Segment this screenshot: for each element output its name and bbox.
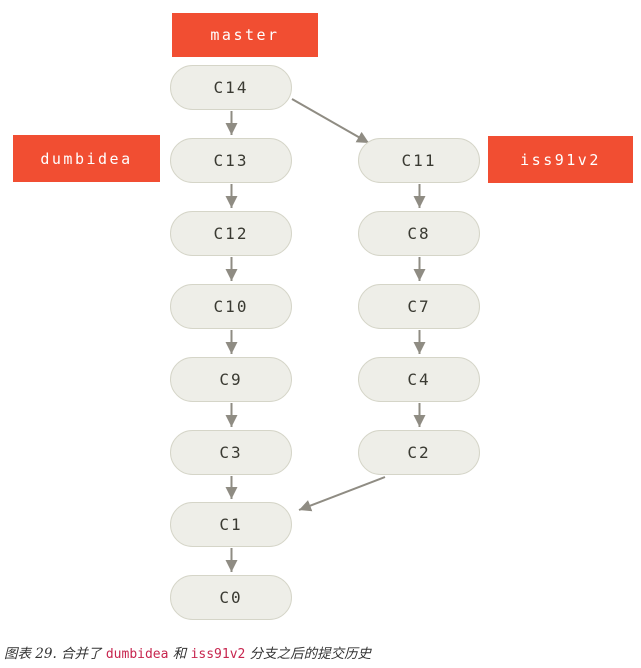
commit-node-c14: C14 <box>170 65 292 110</box>
commit-node-c13: C13 <box>170 138 292 183</box>
commit-node-c3: C3 <box>170 430 292 475</box>
commit-label: C2 <box>407 443 431 462</box>
commit-node-c2: C2 <box>358 430 480 475</box>
commit-label: C12 <box>213 224 249 243</box>
commit-label: C8 <box>407 224 431 243</box>
commit-node-c10: C10 <box>170 284 292 329</box>
commit-label: C0 <box>219 588 243 607</box>
commit-label: C10 <box>213 297 249 316</box>
caption-text-suffix: 分支之后的提交历史 <box>245 646 372 662</box>
commit-label: C7 <box>407 297 431 316</box>
caption-code-iss91v2: iss91v2 <box>190 647 246 662</box>
commit-node-c0: C0 <box>170 575 292 620</box>
edge-c2-c1 <box>298 476 386 512</box>
commit-node-c1: C1 <box>170 502 292 547</box>
commit-node-c8: C8 <box>358 211 480 256</box>
figure-caption: 图表 29. 合并了 dumbidea 和 iss91v2 分支之后的提交历史 <box>4 642 371 662</box>
caption-text-middle: 和 <box>168 646 191 662</box>
commit-label: C13 <box>213 151 249 170</box>
commit-label: C9 <box>219 370 243 389</box>
branch-label-master: master <box>172 13 318 57</box>
commit-label: C14 <box>213 78 249 97</box>
commit-node-c9: C9 <box>170 357 292 402</box>
commit-node-c12: C12 <box>170 211 292 256</box>
commit-label: C11 <box>401 151 437 170</box>
commit-label: C1 <box>219 515 243 534</box>
caption-code-dumbidea: dumbidea <box>105 647 169 662</box>
commit-node-c4: C4 <box>358 357 480 402</box>
edge-c14-c11 <box>291 98 370 144</box>
branch-label-dumbidea: dumbidea <box>13 135 160 182</box>
commit-label: C3 <box>219 443 243 462</box>
commit-label: C4 <box>407 370 431 389</box>
commit-node-c11: C11 <box>358 138 480 183</box>
commit-node-c7: C7 <box>358 284 480 329</box>
caption-text-prefix: 图表 29. 合并了 <box>4 646 106 662</box>
branch-label-iss91v2: iss91v2 <box>488 136 633 183</box>
